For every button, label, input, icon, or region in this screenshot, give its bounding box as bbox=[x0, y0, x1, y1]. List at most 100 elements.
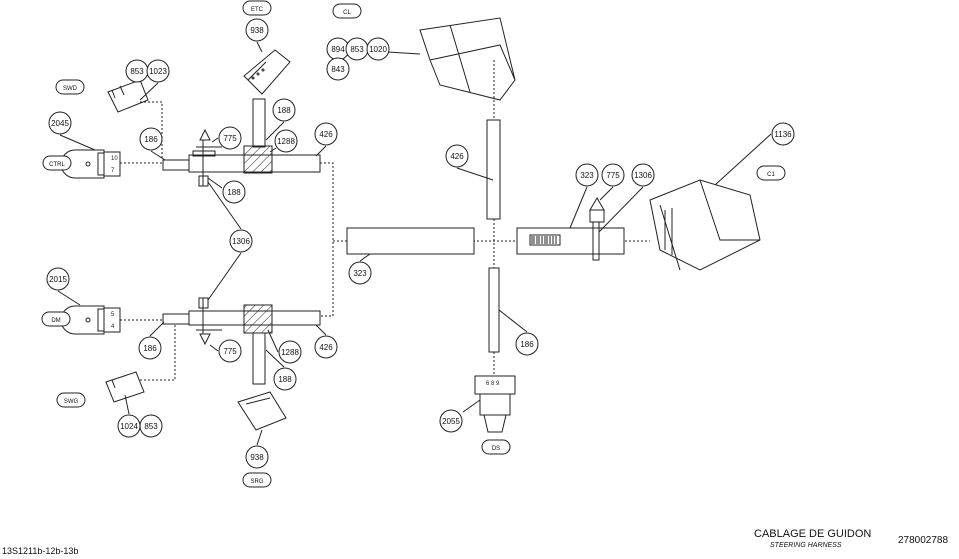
callout-label: DS bbox=[492, 446, 500, 452]
callout-bubble bbox=[601, 163, 625, 187]
harness-bottom-branch bbox=[162, 297, 321, 385]
callout-label: 938 bbox=[250, 453, 264, 462]
callout-swg: SWG bbox=[56, 392, 86, 408]
callout-bubble bbox=[55, 79, 85, 95]
callout-label: 843 bbox=[331, 65, 345, 74]
callout-label: CTRL bbox=[49, 162, 65, 168]
callout-1020: 1020 bbox=[366, 37, 390, 61]
callout-ds: DS bbox=[481, 439, 511, 455]
callout-426: 426 bbox=[445, 144, 469, 168]
callout-label: 1288 bbox=[281, 348, 299, 357]
callout-1024: 1024 bbox=[117, 414, 141, 438]
ds-pin-label: 6 8 9 bbox=[486, 381, 500, 387]
callout-bubble bbox=[515, 332, 539, 356]
callout-188: 188 bbox=[222, 180, 246, 204]
c1-connector bbox=[649, 179, 761, 271]
callout-bubble bbox=[146, 59, 170, 83]
callout-938: 938 bbox=[245, 445, 269, 469]
callout-bubble bbox=[314, 122, 338, 146]
callout-c1: C1 bbox=[756, 165, 786, 181]
callout-label: 853 bbox=[144, 422, 158, 431]
callout-853: 853 bbox=[125, 59, 149, 83]
callout-swd: SWD bbox=[55, 79, 85, 95]
drawing-reference: 13S1211b-12b-13b bbox=[2, 546, 79, 556]
callout-cl: CL bbox=[332, 3, 362, 19]
callout-bubble bbox=[326, 57, 350, 81]
ctrl-pin-label: 10 bbox=[111, 156, 118, 162]
callout-bubble bbox=[56, 392, 86, 408]
callout-dm: DM bbox=[41, 311, 71, 327]
callout-1306: 1306 bbox=[229, 229, 253, 253]
callout-label: CL bbox=[343, 10, 351, 16]
callout-938: 938 bbox=[245, 18, 269, 42]
callout-bubble bbox=[41, 311, 71, 327]
callout-label: 894 bbox=[331, 45, 345, 54]
callout-label: 426 bbox=[450, 152, 464, 161]
cl-connector bbox=[419, 17, 516, 101]
callout-bubble bbox=[139, 414, 163, 438]
callout-843: 843 bbox=[326, 57, 350, 81]
callout-label: 1306 bbox=[232, 237, 250, 246]
callout-label: 775 bbox=[223, 134, 237, 143]
callout-label: 938 bbox=[250, 26, 264, 35]
callout-bubble bbox=[314, 335, 338, 359]
etc-connector bbox=[243, 49, 291, 95]
callout-srg: SRG bbox=[242, 472, 272, 488]
callout-label: 853 bbox=[350, 45, 364, 54]
callout-label: ETC bbox=[251, 7, 264, 13]
callout-label: 853 bbox=[130, 67, 144, 76]
callout-label: SRG bbox=[250, 479, 263, 485]
part-number: 278002788 bbox=[898, 535, 949, 546]
callout-1136: 1136 bbox=[771, 122, 795, 146]
callout-label: 323 bbox=[580, 171, 594, 180]
callout-bubble bbox=[274, 129, 298, 153]
callout-2055: 2055 bbox=[439, 409, 463, 433]
callout-bubble bbox=[222, 180, 246, 204]
callout-label: SWG bbox=[64, 399, 79, 405]
callout-1023: 1023 bbox=[146, 59, 170, 83]
dotted-wiring bbox=[120, 60, 650, 381]
callout-bubble bbox=[273, 367, 297, 391]
callout-label: 1020 bbox=[369, 45, 387, 54]
callout-bubble bbox=[481, 439, 511, 455]
callout-label: 1024 bbox=[120, 422, 138, 431]
harness-top-branch bbox=[162, 98, 321, 187]
callout-label: 775 bbox=[606, 171, 620, 180]
callout-1288: 1288 bbox=[278, 340, 302, 364]
callout-bubble bbox=[272, 98, 296, 122]
callout-bubble bbox=[46, 267, 70, 291]
callout-188: 188 bbox=[273, 367, 297, 391]
callout-bubble bbox=[278, 340, 302, 364]
callout-label: 2055 bbox=[442, 417, 460, 426]
callout-426: 426 bbox=[314, 122, 338, 146]
callout-426: 426 bbox=[314, 335, 338, 359]
callout-label: 186 bbox=[144, 135, 158, 144]
callout-bubble bbox=[439, 409, 463, 433]
swg-connector bbox=[105, 371, 145, 403]
callout-bubble bbox=[771, 122, 795, 146]
callout-bubble bbox=[242, 472, 272, 488]
callout-label: 426 bbox=[319, 130, 333, 139]
callout-ctrl: CTRL bbox=[42, 155, 72, 171]
callout-bubble bbox=[229, 229, 253, 253]
callout-853: 853 bbox=[345, 37, 369, 61]
callout-bubble bbox=[218, 339, 242, 363]
callout-label: 426 bbox=[319, 343, 333, 352]
callout-2015: 2015 bbox=[46, 267, 70, 291]
leader-lines bbox=[57, 41, 772, 446]
callout-label: SWD bbox=[63, 86, 78, 92]
callout-1306: 1306 bbox=[631, 163, 655, 187]
harness-center bbox=[346, 119, 625, 353]
callout-bubble bbox=[366, 37, 390, 61]
callout-label: 188 bbox=[278, 375, 292, 384]
callout-bubble bbox=[245, 18, 269, 42]
callout-323: 323 bbox=[575, 163, 599, 187]
callout-label: 323 bbox=[353, 269, 367, 278]
callout-186: 186 bbox=[515, 332, 539, 356]
callout-bubble bbox=[332, 3, 362, 19]
callout-label: 1136 bbox=[774, 130, 792, 139]
callout-775: 775 bbox=[218, 339, 242, 363]
callout-2045: 2045 bbox=[48, 111, 72, 135]
callout-label: 186 bbox=[143, 344, 157, 353]
